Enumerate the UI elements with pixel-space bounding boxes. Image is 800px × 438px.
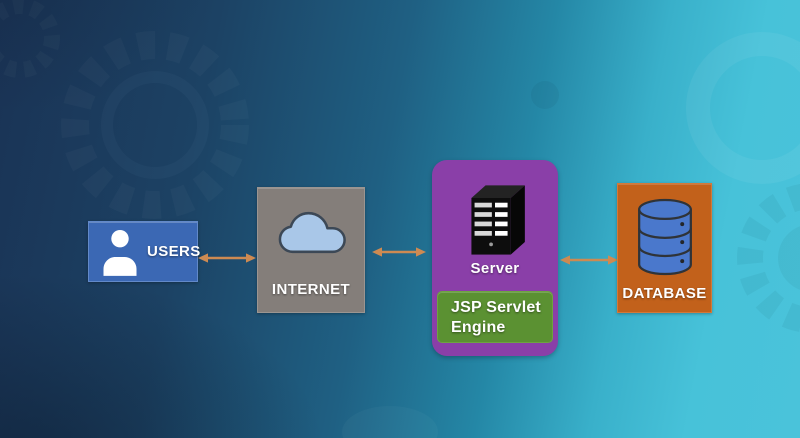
database-label: DATABASE [622, 285, 707, 302]
node-server: Server JSP Servlet Engine [432, 160, 558, 356]
arrow-server-database [560, 255, 618, 265]
cloud-icon [278, 211, 346, 254]
user-icon [103, 229, 137, 276]
arrow-internet-server [372, 247, 426, 257]
node-users: USERS [88, 221, 201, 282]
jsp-servlet-engine-box: JSP Servlet Engine [437, 291, 553, 343]
server-label: Server [470, 260, 520, 277]
node-internet: INTERNET [257, 187, 365, 313]
internet-label: INTERNET [271, 281, 351, 298]
node-database: DATABASE [617, 183, 712, 313]
server-icon [471, 185, 525, 255]
jsp-servlet-engine-label: JSP Servlet Engine [451, 299, 541, 336]
arrow-users-internet [198, 253, 256, 263]
database-icon [637, 198, 692, 276]
users-label: USERS [147, 243, 201, 260]
